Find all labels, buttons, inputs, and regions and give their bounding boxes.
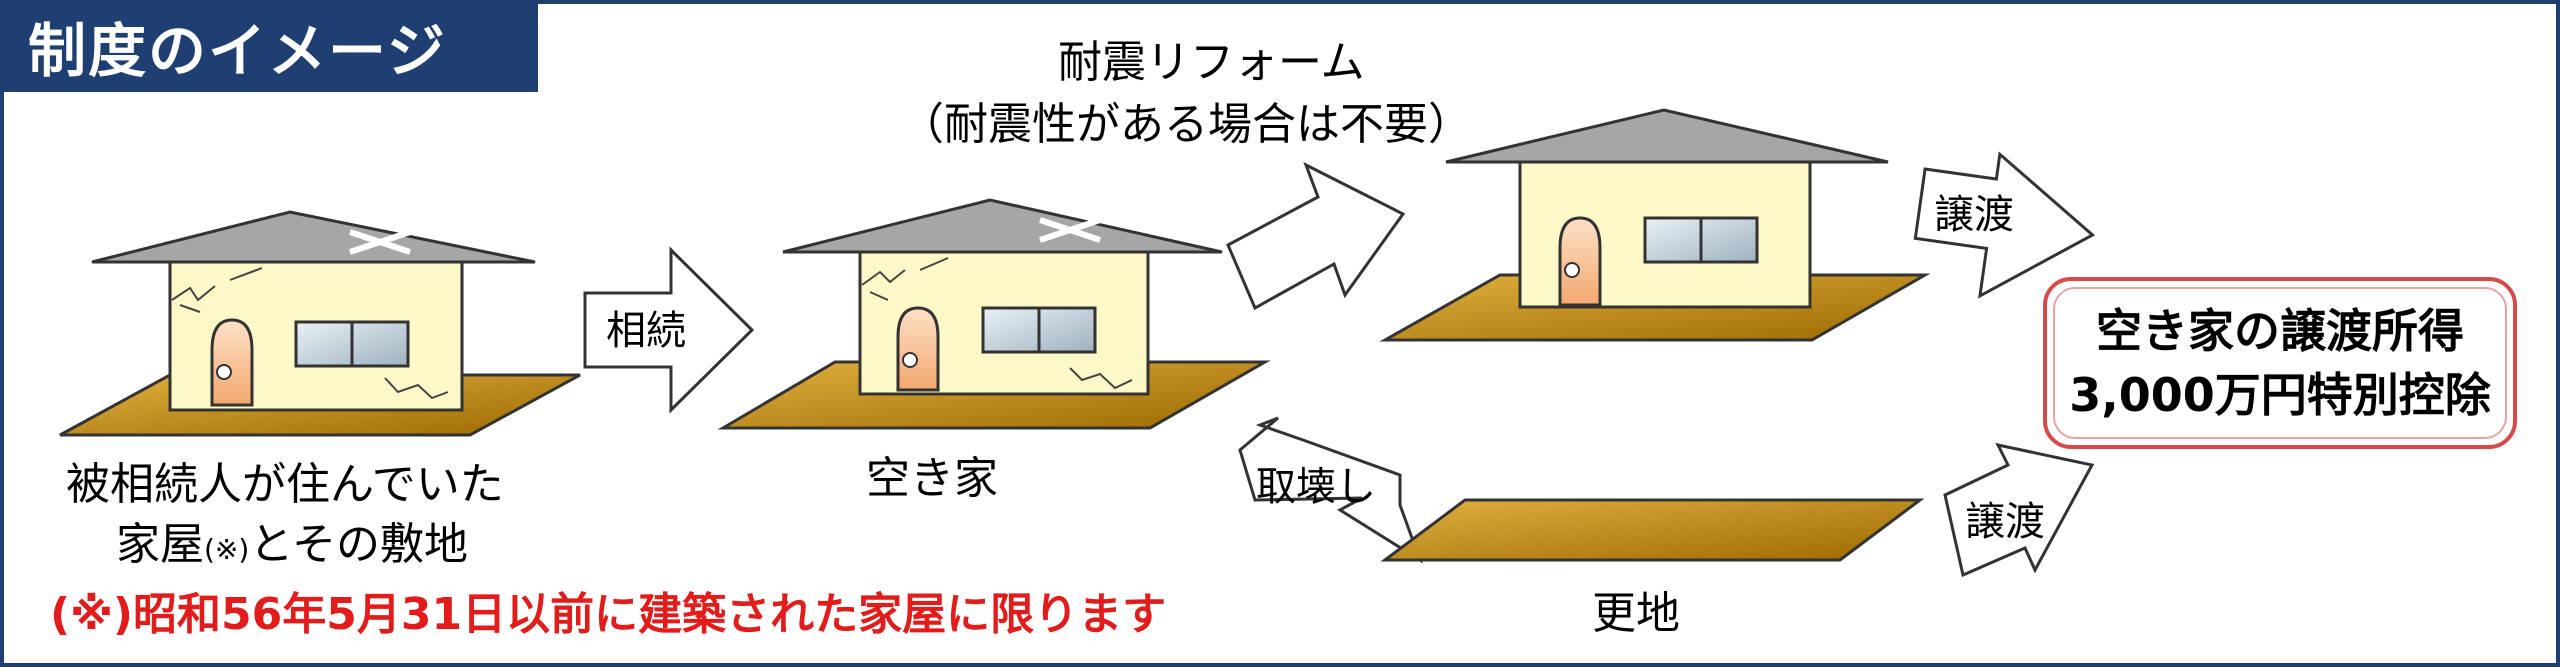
- demolish-arrow-label: 取壊し: [1256, 464, 1376, 510]
- house1-caption-land: とその敷地: [249, 519, 468, 570]
- house1-caption-footnote-mark: (※): [204, 533, 249, 566]
- house-roof-3: [1446, 110, 1888, 162]
- door-3: [1560, 218, 1600, 305]
- reform-arrow: [1228, 165, 1403, 308]
- house1-caption-house: 家屋: [116, 519, 204, 570]
- transfer-label-top: 譲渡: [1934, 192, 2014, 238]
- vacant-land-label: 更地: [1592, 577, 1680, 641]
- transfer-arrow-bottom: 譲渡: [1945, 445, 2092, 575]
- inherit-arrow: 相続: [585, 250, 752, 410]
- inherit-arrow-label: 相続: [606, 308, 686, 354]
- reform-label-line1: 耐震リフォーム: [1058, 26, 1365, 90]
- demolish-arrow: 取壊し: [1240, 418, 1420, 560]
- footnote: (※)昭和56年5月31日以前に建築された家屋に限ります: [50, 578, 1166, 642]
- house-old-2: [723, 200, 1265, 428]
- transfer-label-bottom: 譲渡: [1965, 499, 2045, 545]
- house1-caption-line2: 家屋(※)とその敷地: [116, 508, 468, 572]
- result-line1: 空き家の譲渡所得: [2096, 299, 2464, 363]
- door-1: [212, 320, 252, 405]
- house-roof-2: [783, 200, 1222, 252]
- result-box: 空き家の譲渡所得 3,000万円特別控除: [2043, 277, 2517, 449]
- vacant-land-plate: [1385, 500, 1920, 560]
- house-roof-1: [92, 212, 535, 262]
- house1-caption-line1: 被相続人が住んでいた: [66, 448, 504, 512]
- door-2: [898, 308, 938, 390]
- diagram-title: 制度のイメージ: [0, 0, 538, 92]
- result-line2: 3,000万円特別控除: [2069, 363, 2491, 427]
- vacant-house-label: 空き家: [866, 442, 998, 506]
- reform-label-line2: （耐震性がある場合は不要）: [900, 88, 1472, 152]
- house-old-1: [60, 212, 580, 435]
